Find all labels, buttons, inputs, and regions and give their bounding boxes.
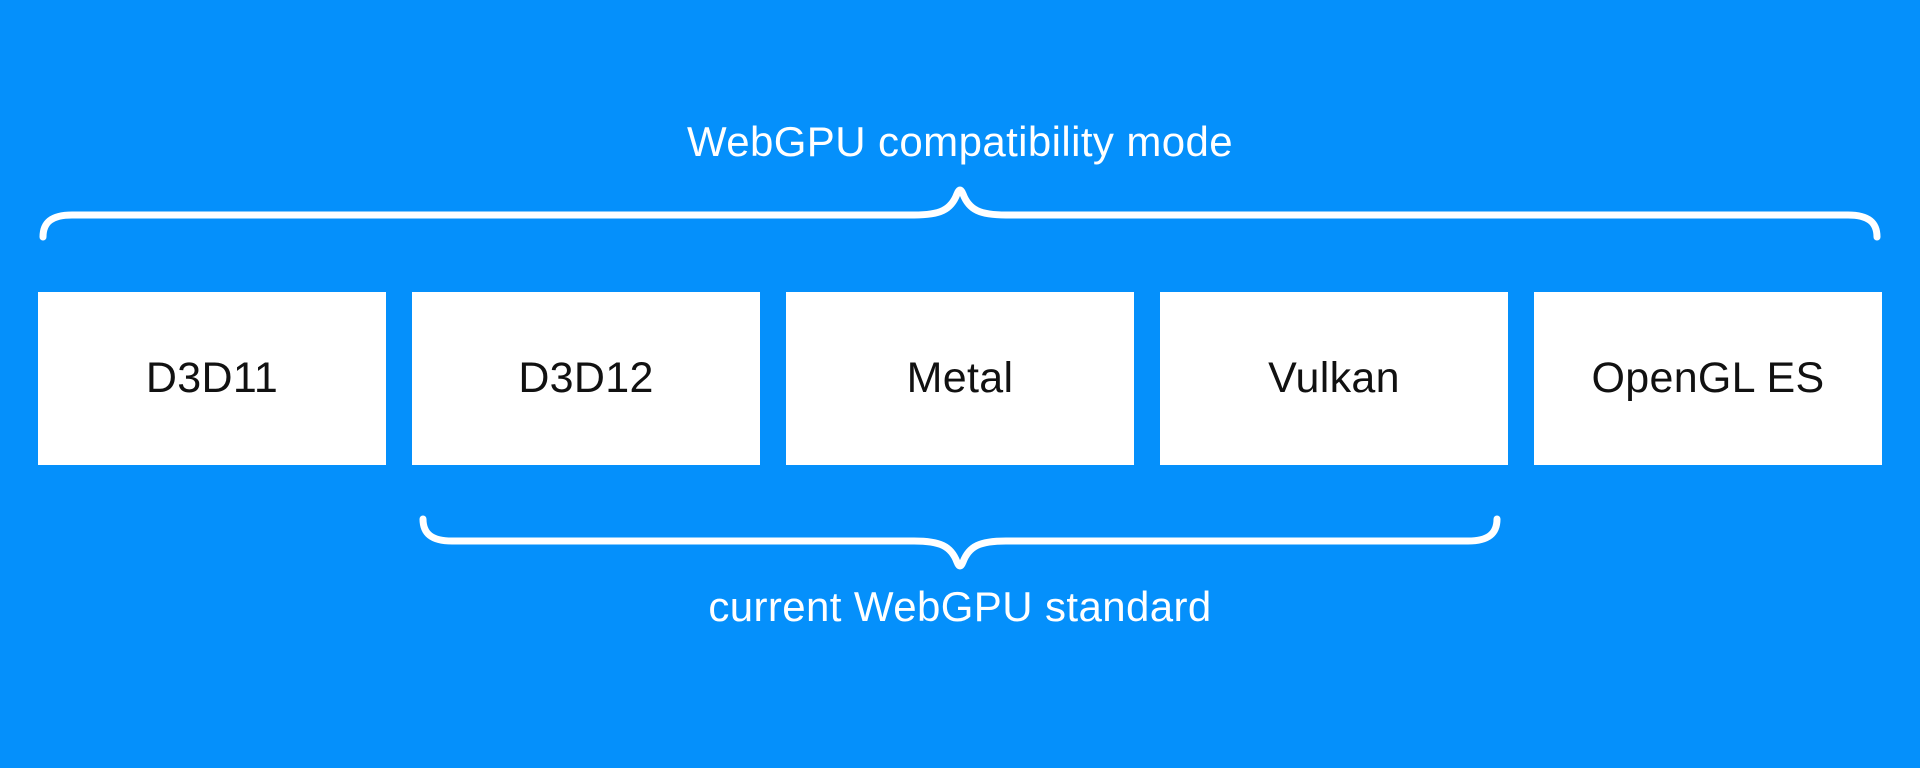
api-box-label: Metal bbox=[906, 354, 1014, 402]
top-brace bbox=[39, 186, 1881, 241]
api-box-label: OpenGL ES bbox=[1591, 354, 1825, 402]
api-box-label: D3D12 bbox=[518, 354, 654, 402]
top-group-label: WebGPU compatibility mode bbox=[686, 118, 1234, 165]
bottom-brace bbox=[419, 515, 1501, 570]
api-box-d3d11: D3D11 bbox=[38, 292, 386, 465]
api-box-label: D3D11 bbox=[145, 354, 279, 402]
api-box-metal: Metal bbox=[786, 292, 1134, 465]
api-box-vulkan: Vulkan bbox=[1160, 292, 1508, 465]
api-boxes-row: D3D11 D3D12 Metal Vulkan OpenGL ES bbox=[38, 292, 1882, 465]
api-box-label: Vulkan bbox=[1268, 354, 1400, 402]
api-box-d3d12: D3D12 bbox=[412, 292, 760, 465]
api-box-opengl-es: OpenGL ES bbox=[1534, 292, 1882, 465]
bottom-group-label: current WebGPU standard bbox=[708, 583, 1212, 630]
